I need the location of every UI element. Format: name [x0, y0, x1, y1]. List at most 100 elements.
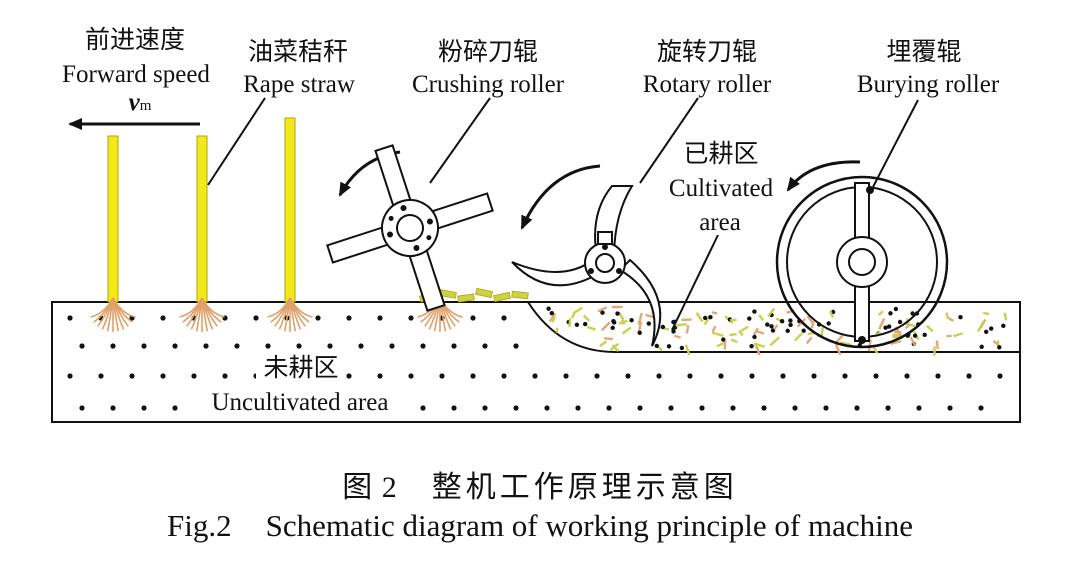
cultivated-dot: [922, 332, 927, 337]
cultivated-chaff-piece: [711, 325, 717, 333]
cultivated-dot: [788, 318, 793, 323]
cultivated-dot: [886, 324, 892, 329]
cultivated-dot: [984, 329, 989, 334]
burying-cn-label: 埋覆辊: [886, 39, 962, 66]
cultivated-dot: [583, 321, 588, 327]
crushing-leader-line: [429, 97, 491, 184]
cultivated-chaff: [546, 305, 1008, 356]
cultivated-chaff-piece: [695, 312, 704, 323]
cultivated-chaff-piece: [620, 318, 626, 326]
soil-dot: [513, 405, 519, 411]
cultivated-chaff-piece: [877, 310, 884, 316]
soil-dot: [501, 373, 507, 379]
cultivated-chaff-piece: [551, 316, 556, 323]
soil-dot: [792, 405, 798, 411]
cultivated-chaff-piece: [684, 344, 691, 356]
cultivated-dot: [654, 343, 659, 349]
cultivated-dot: [779, 319, 785, 324]
cultivated-chaff-piece: [711, 331, 724, 337]
soil-dot: [532, 373, 538, 379]
cultivated-dot: [615, 311, 620, 316]
soil-dot: [854, 405, 860, 411]
soil-dot: [110, 343, 116, 349]
cultivated-dot: [893, 306, 899, 312]
crushing-cn-label: 粉碎刀辊: [437, 39, 538, 66]
cultivated-dot: [958, 315, 963, 320]
soil-dot: [110, 405, 116, 411]
cultivated-dot: [708, 315, 713, 320]
cultivated-chaff-piece: [711, 311, 718, 315]
cultivated-chaff-piece: [904, 323, 911, 330]
cultivated-chaff-piece: [977, 321, 985, 333]
forward-speed-en-label: Forward speed: [62, 61, 210, 88]
soil-dot: [823, 405, 829, 411]
rape-straw-stalk: [284, 117, 296, 303]
cultivated-cn-label: 已耕区: [676, 142, 766, 167]
diagram: 前进速度 Forward speed vm 油菜秸秆 Rape straw 粉碎…: [51, 28, 1021, 423]
cultivated-chaff-piece: [716, 342, 725, 348]
rape-straw-stalk: [107, 135, 119, 303]
soil-dot: [346, 315, 352, 321]
soil-dot: [377, 315, 383, 321]
rotary-roller: [511, 164, 662, 347]
cut-straw-piece: [475, 287, 493, 299]
cultivated-dot: [637, 330, 642, 335]
cut-straw-pieces: [419, 287, 529, 303]
soil-dot: [79, 405, 85, 411]
soil-dot: [761, 405, 767, 411]
soil-dot: [544, 405, 550, 411]
rape-straw-stalk: [196, 135, 208, 303]
cultivated-dot: [703, 315, 708, 321]
cultivated-chaff-piece: [637, 321, 643, 333]
cultivated-chaff-piece: [681, 318, 692, 322]
soil-dot: [606, 405, 612, 411]
cultivated-dot: [679, 345, 685, 351]
cultivated-chaff-piece: [867, 339, 872, 352]
cultivated-chaff-piece: [621, 326, 632, 335]
cultivated-dot: [788, 322, 793, 328]
cultivated-chaff-piece: [723, 340, 727, 350]
straw-en-label: Rape straw: [243, 71, 355, 98]
cultivated-dot: [612, 320, 617, 325]
cultivated-dot: [747, 316, 752, 321]
cultivated-soil-boundary: [528, 301, 1021, 352]
soil-dot: [420, 343, 426, 349]
straw-leader-line: [207, 97, 266, 186]
cultivated-chaff-piece: [793, 332, 804, 342]
soil-dot: [191, 373, 197, 379]
soil-dot: [439, 373, 445, 379]
cultivated-dot: [785, 328, 790, 333]
cultivated-dot: [549, 311, 554, 316]
cultivated-chaff-piece: [597, 306, 608, 313]
cultivated-chaff-piece: [773, 324, 779, 330]
cultivated-chaff-piece: [835, 334, 844, 344]
soil-dot: [222, 373, 228, 379]
soil-dot: [420, 405, 426, 411]
cultivated-chaff-piece: [829, 310, 835, 318]
soil-dot: [296, 343, 302, 349]
soil-dot: [79, 343, 85, 349]
cultivated-chaff-piece: [548, 312, 557, 323]
crushing-en-label: Crushing roller: [411, 71, 565, 98]
rotary-en-label: Rotary roller: [642, 71, 772, 98]
cultivated-dot: [997, 345, 1002, 350]
cultivated-chaff-piece: [611, 344, 620, 352]
cultivated-chaff-piece: [890, 339, 902, 345]
cultivated-chaff-piece: [568, 318, 572, 327]
soil-dot: [482, 405, 488, 411]
burying-leader-line: [872, 99, 919, 188]
speed-symbol-v: v: [128, 89, 140, 116]
soil-dot: [730, 405, 736, 411]
cultivated-chaff-piece: [820, 325, 825, 337]
rotary-leader-line: [639, 97, 699, 184]
cultivated-chaff-piece: [637, 312, 643, 325]
soil-dot: [129, 373, 135, 379]
cut-straw-piece: [511, 290, 529, 300]
soil-dot: [346, 373, 352, 379]
soil-dot: [513, 343, 519, 349]
cultivated-dot: [770, 328, 776, 333]
soil-dot: [935, 373, 941, 379]
cultivated-dot: [979, 344, 984, 349]
caption-en-title: Schematic diagram of working principle o…: [265, 508, 913, 543]
cultivated-chaff-piece: [756, 330, 765, 335]
